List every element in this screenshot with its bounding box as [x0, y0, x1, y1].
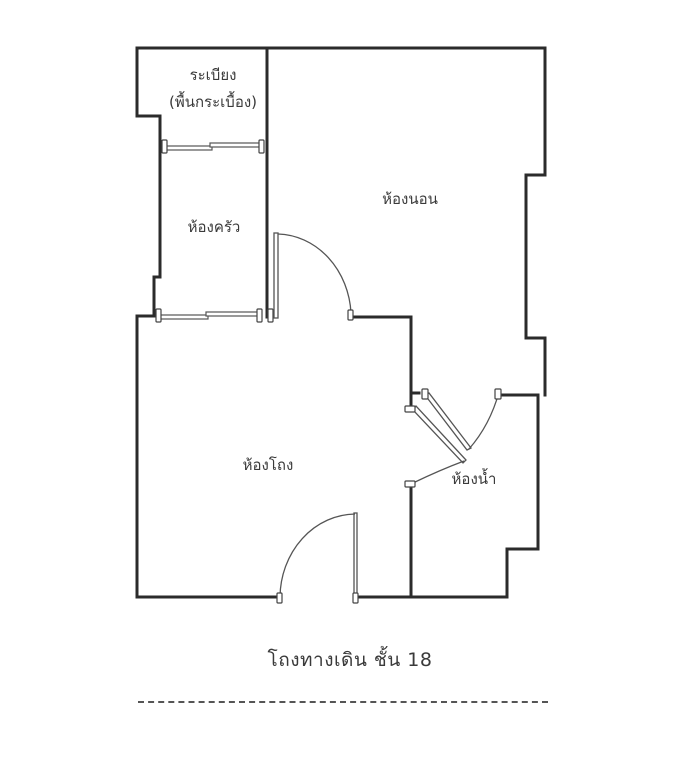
interior-walls: [265, 46, 421, 599]
bedroom-label: ห้องนอน: [382, 190, 438, 208]
sliding-door-kitchen[interactable]: [155, 308, 274, 323]
outer-walls: [135, 46, 547, 599]
kitchen-label: ห้องครัว: [188, 218, 241, 236]
bathroom-door-top[interactable]: [421, 388, 502, 451]
balcony-label-line1: ระเบียง: [190, 66, 237, 84]
entrance-door[interactable]: [276, 512, 359, 604]
bathroom-door-left[interactable]: [404, 404, 467, 488]
dashed-divider: [138, 701, 548, 703]
bedroom-door[interactable]: [273, 232, 354, 321]
bathroom-label: ห้องน้ำ: [452, 468, 497, 488]
floor-caption: โถงทางเดิน ชั้น 18: [267, 649, 433, 671]
sliding-door-balcony[interactable]: [161, 139, 265, 154]
living-room-label: ห้องโถง: [243, 456, 294, 474]
balcony-label-line2: (พื้นกระเบื้อง): [169, 91, 257, 111]
